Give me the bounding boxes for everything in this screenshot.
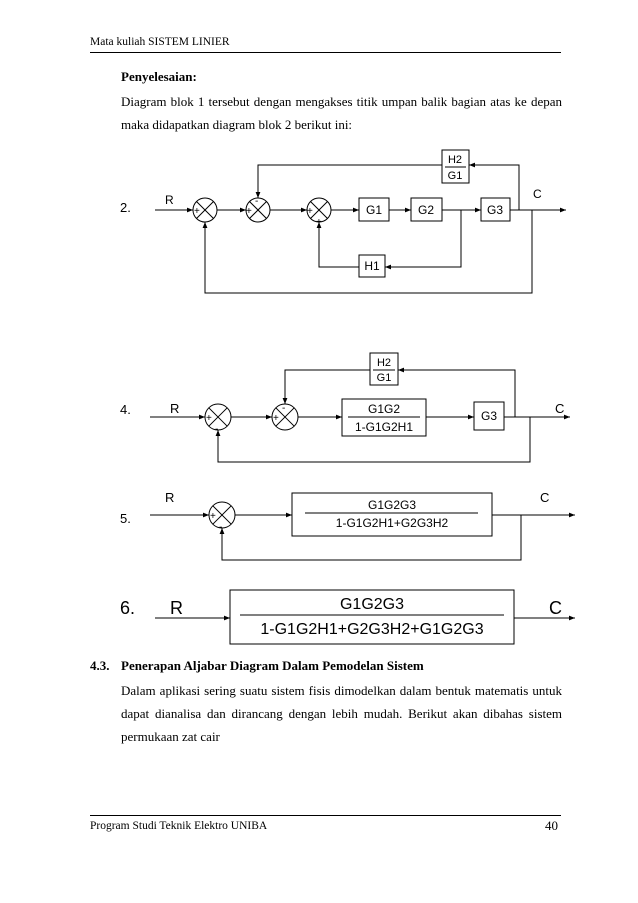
solution-paragraph: Diagram blok 1 tersebut dengan mengakses… [121, 90, 562, 136]
sign-minus: - [255, 196, 258, 207]
diagram-4-input-r: R [170, 401, 179, 416]
diagram-4-tf-num: G1G2 [368, 402, 400, 416]
diagram-6: 6. R C G1G2G3 1-G1G2H1+G2G3H2+G1G2G3 [120, 589, 575, 645]
section-line-2: dapat dianalisa dan dirancang dengan leb… [121, 706, 562, 721]
diagram-6-label: 6. [120, 598, 135, 618]
diagram-2-h1: H1 [364, 259, 380, 273]
running-header: Mata kuliah SISTEM LINIER [90, 36, 230, 48]
running-footer: Program Studi Teknik Elektro UNIBA [90, 820, 268, 832]
diagram-2-sum-2: + - [245, 196, 271, 223]
sign-minus: - [282, 403, 285, 414]
diagram-2: 2. R C + - + - + + G1 G2 [120, 149, 566, 294]
section-number: 4.3. [90, 658, 110, 673]
footer-rule [90, 815, 561, 816]
diagram-5: 5. R C + - G1G2G3 1-G1G2H1+G2G3H2 [120, 490, 575, 561]
diagram-6-input-r: R [170, 598, 183, 618]
diagram-5-tf-den: 1-G1G2H1+G2G3H2 [336, 516, 449, 530]
diagram-2-h2-num: H2 [448, 154, 462, 166]
diagram-4-h2-num: H2 [377, 357, 391, 369]
diagram-6-block-tf [229, 589, 515, 645]
diagram-6-tf-den: 1-G1G2H1+G2G3H2+G1G2G3 [260, 621, 483, 638]
diagram-5-output-c: C [540, 490, 549, 505]
diagram-4-label: 4. [120, 402, 131, 417]
page-number: 40 [545, 818, 558, 833]
solution-line-1: Diagram blok 1 tersebut dengan mengakses… [121, 94, 562, 109]
diagram-4-h2-den: G1 [377, 372, 392, 384]
sign-plus: + [210, 511, 216, 522]
diagram-2-g3: G3 [487, 203, 503, 217]
diagram-2-output-c: C [533, 187, 542, 201]
section-line-3: permukaan zat cair [121, 729, 220, 744]
solution-line-2: maka didapatkan diagram blok 2 berikut i… [121, 117, 353, 132]
section-heading: 4.3. Penerapan Aljabar Diagram Dalam Pemo… [90, 658, 424, 674]
diagram-5-input-r: R [165, 490, 174, 505]
sign-minus: - [219, 522, 222, 533]
section-line-1: Dalam aplikasi sering suatu sistem fisis… [121, 683, 562, 698]
diagram-4: 4. R C + - + - G1G2 1-G1G2H1 G3 H2 G1 [120, 352, 570, 463]
diagram-5-label: 5. [120, 511, 131, 526]
diagram-6-tf-num: G1G2G3 [340, 596, 404, 613]
section-title: Penerapan Aljabar Diagram Dalam Pemodela… [121, 658, 424, 673]
diagram-5-tf-num: G1G2G3 [368, 498, 416, 512]
section-paragraph: Dalam aplikasi sering suatu sistem fisis… [121, 679, 562, 748]
diagram-2-input-r: R [165, 193, 174, 207]
diagram-2-g1: G1 [366, 203, 382, 217]
diagram-2-h2-den: G1 [448, 170, 463, 182]
diagram-2-g2: G2 [418, 203, 434, 217]
sign-plus: + [307, 206, 313, 217]
diagram-6-output-c: C [549, 598, 562, 618]
sign-minus: - [215, 424, 218, 435]
diagram-4-g3: G3 [481, 409, 497, 423]
diagram-4-tf-den: 1-G1G2H1 [355, 420, 413, 434]
sign-plus: + [273, 413, 279, 424]
sign-plus: + [206, 413, 212, 424]
solution-heading: Penyelesaian: [121, 69, 197, 84]
diagram-4-output-c: C [555, 401, 564, 416]
sign-plus: + [246, 206, 252, 217]
diagram-4-sum-2: + - [271, 403, 299, 431]
sign-plus: + [194, 206, 200, 217]
diagram-4-block-g3 [473, 401, 505, 431]
header-rule [90, 52, 561, 53]
diagram-2-label: 2. [120, 200, 131, 215]
